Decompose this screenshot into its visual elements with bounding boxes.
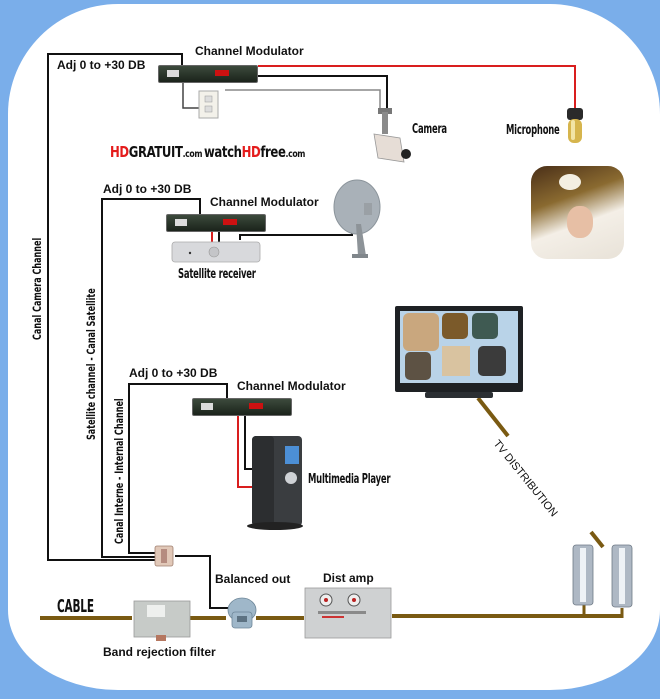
satellite-channel-label: Satellite channel - Canal Satellite [84, 288, 98, 440]
power-wire [225, 89, 381, 110]
power-cord [182, 82, 200, 109]
modulator-2-label: Channel Modulator [210, 195, 319, 209]
modulator-3-label: Channel Modulator [237, 379, 346, 393]
internal-channel-wire [128, 383, 228, 554]
television-icon [395, 306, 523, 398]
camera-channel-label: Canal Camera Channel [30, 237, 44, 340]
cable-label: CABLE [57, 596, 94, 617]
camera-label: Camera [412, 122, 447, 137]
band-rejection-filter-icon [133, 600, 191, 641]
balanced-out-icon [227, 597, 257, 629]
distribution-amplifier-icon [304, 587, 392, 639]
camera-icon [373, 108, 411, 163]
camera-video-wire [258, 75, 388, 108]
modulator-2-adj-label: Adj 0 to +30 DB [103, 182, 192, 196]
modulator-3-adj-label: Adj 0 to +30 DB [129, 366, 218, 380]
multimedia-player-icon [247, 436, 303, 530]
satellite-receiver-label: Satellite receiver [178, 267, 256, 282]
modulator-1-adj-label: Adj 0 to +30 DB [57, 58, 146, 72]
dist-amp-label: Dist amp [323, 571, 374, 585]
splitter-to-balanced-wire [175, 555, 228, 609]
microphone-label: Microphone [506, 123, 560, 138]
microphone-audio-wire [258, 65, 576, 108]
watchhdfree-logo: watchHDfree.com [204, 143, 306, 161]
channel-modulator-1 [158, 65, 258, 83]
channel-modulator-3 [192, 398, 292, 416]
internal-channel-label: Canal Interne - Internal Channel [112, 398, 126, 544]
band-rejection-filter-label: Band rejection filter [103, 645, 216, 659]
tap-icon-1 [572, 544, 594, 606]
satellite-channel-wire [101, 198, 201, 558]
player-video-wire [244, 414, 252, 470]
multimedia-player-label: Multimedia Player [308, 472, 391, 487]
microphone-icon [567, 108, 583, 143]
priest-photo [531, 166, 624, 259]
diagram-canvas [8, 4, 660, 690]
splitter-icon [154, 545, 174, 567]
power-outlet [198, 90, 219, 119]
tap-icon-2 [611, 544, 633, 608]
hdgratuit-logo: HDGRATUIT.com [110, 143, 203, 161]
satellite-dish-icon [333, 179, 381, 258]
satellite-receiver-icon [171, 241, 261, 263]
player-audio-wire [237, 414, 252, 488]
balanced-out-label: Balanced out [215, 572, 291, 586]
tv-distribution-coax-upper [476, 396, 510, 438]
camera-channel-wire [47, 53, 183, 561]
tv-distribution-coax-lower [589, 530, 605, 549]
channel-modulator-2 [166, 214, 266, 232]
modulator-1-label: Channel Modulator [195, 44, 304, 58]
